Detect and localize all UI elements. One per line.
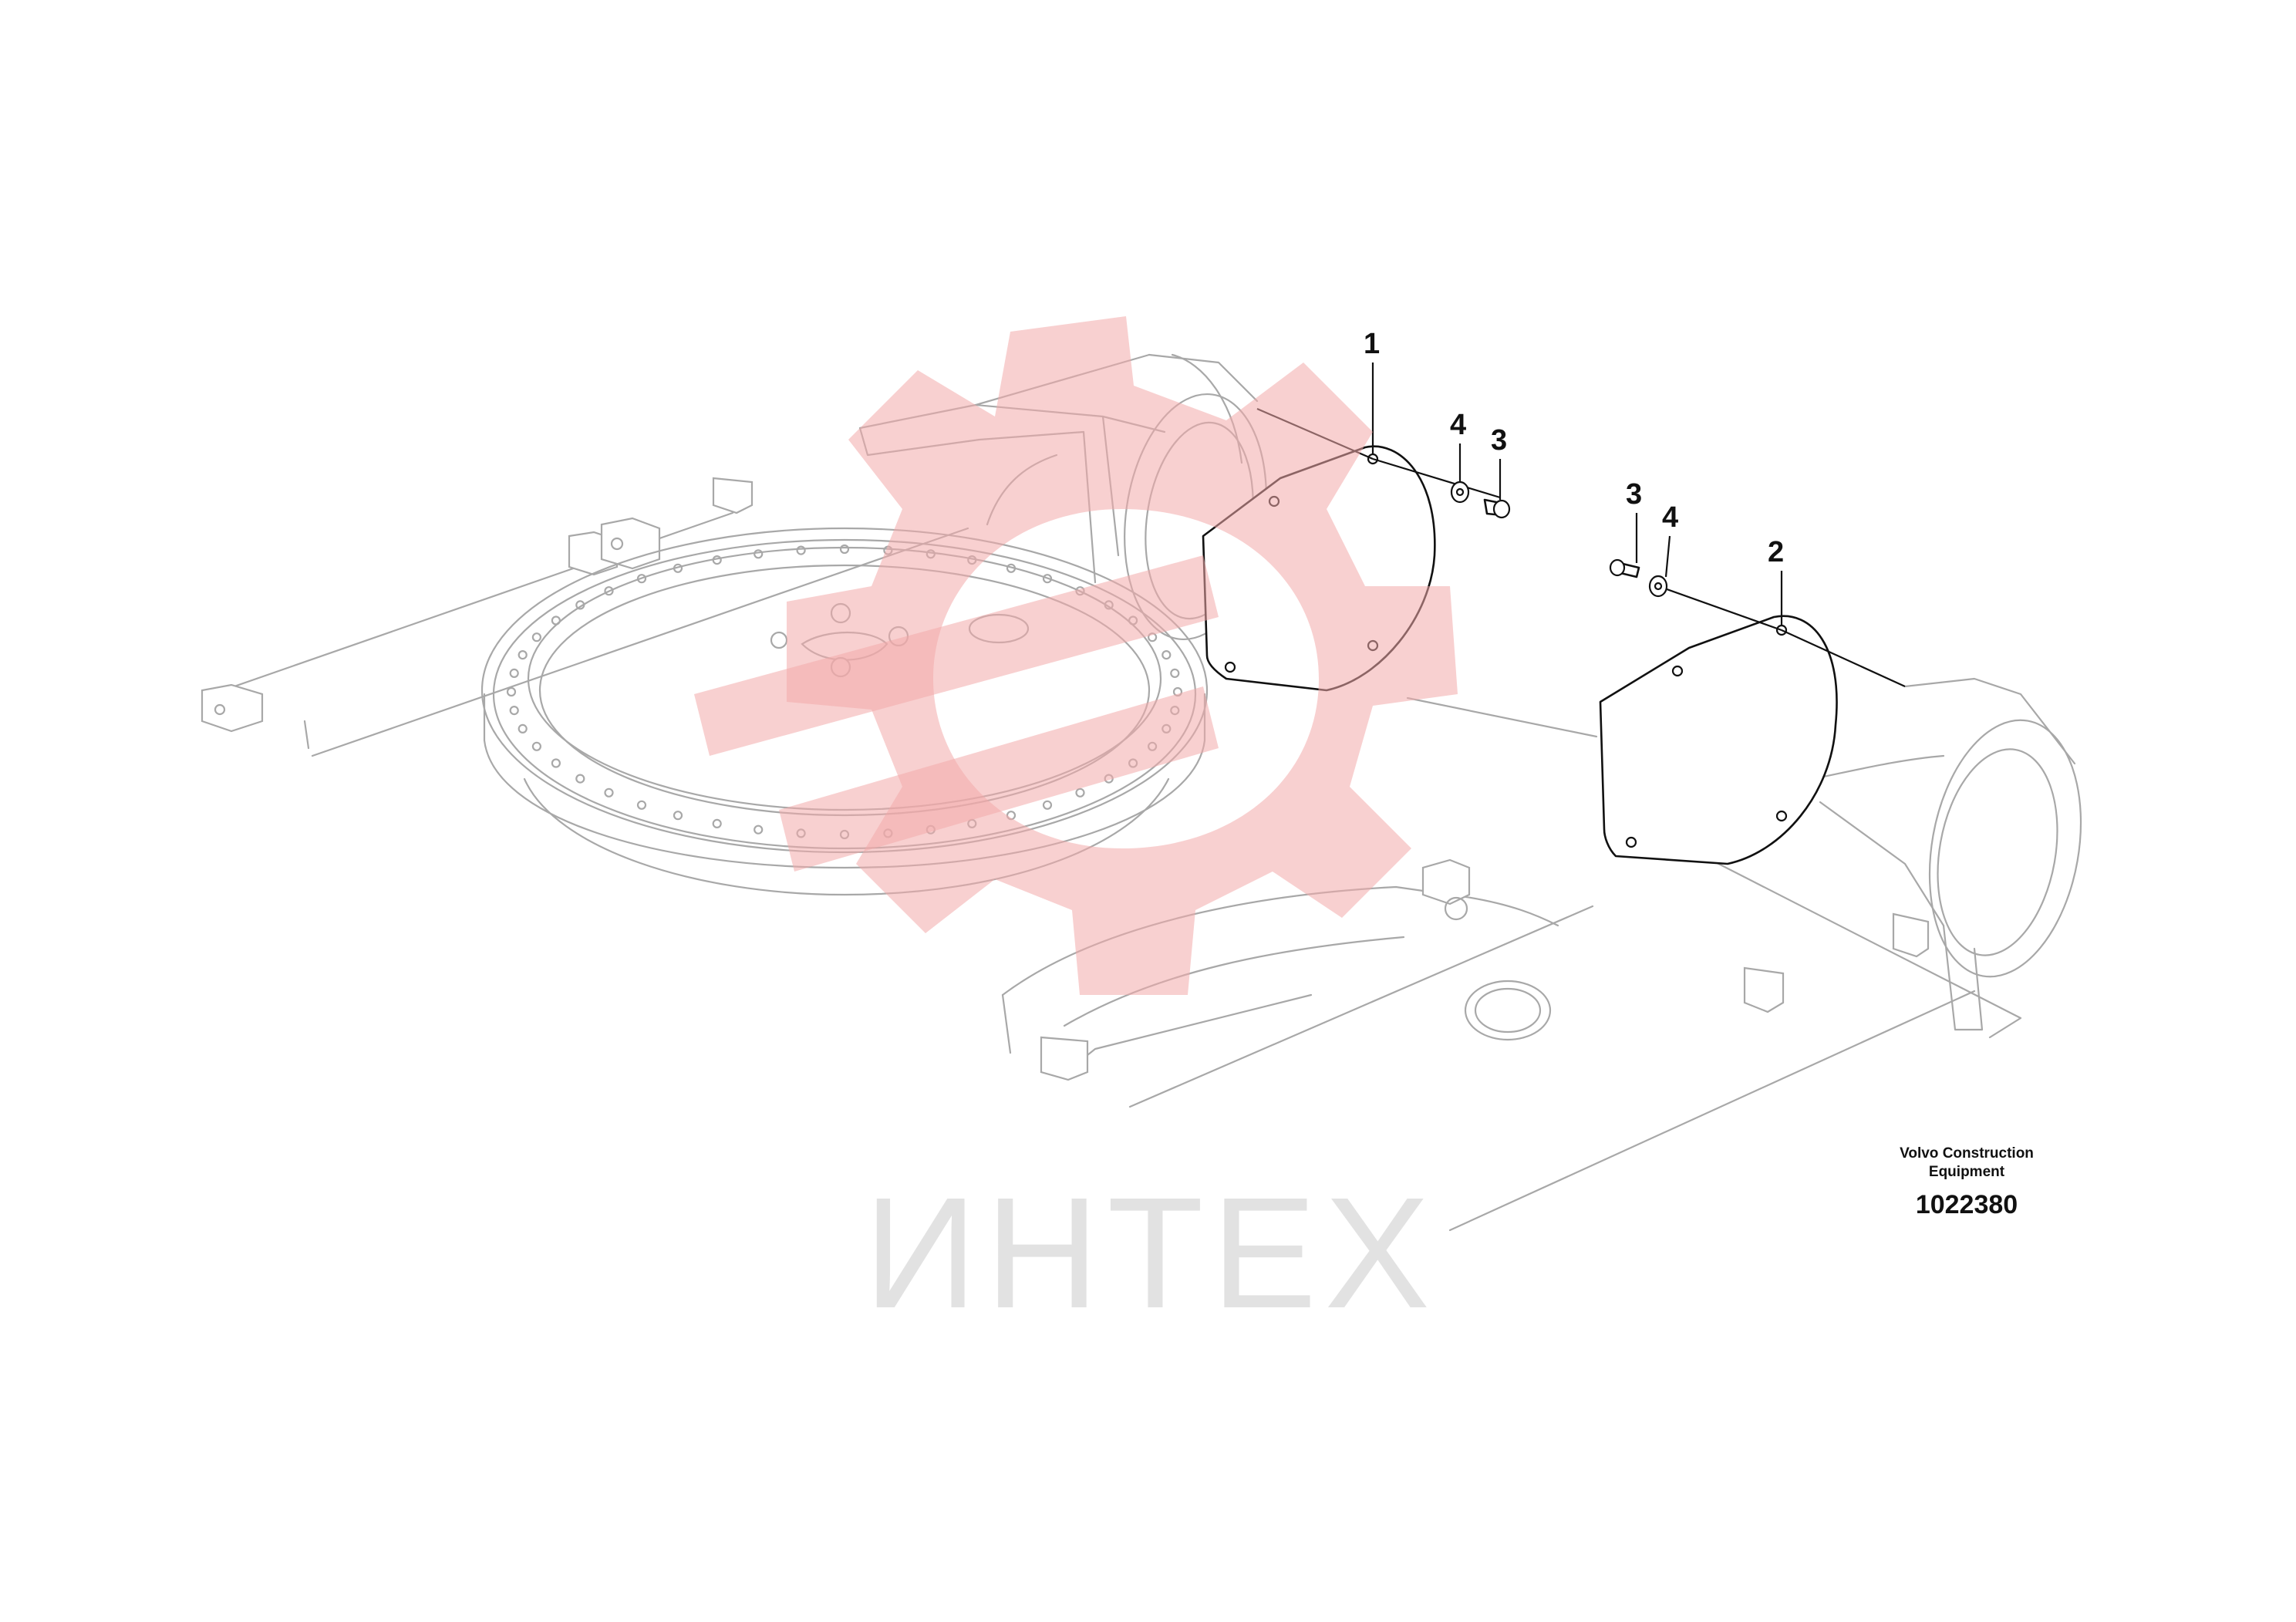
ring-bolt-hole [551, 615, 561, 626]
ring-bolt-hole [754, 824, 764, 835]
ring-bolt-hole [1170, 668, 1180, 679]
watermark-text: ИНТЕХ [864, 1165, 1438, 1341]
ring-bolt-hole [754, 549, 764, 559]
ring-bolt-hole [712, 818, 722, 829]
ring-bolt-hole [636, 800, 647, 810]
ring-bolt-hole [1161, 649, 1172, 660]
ring-bolt-hole [1042, 574, 1053, 584]
bolt-3-upper [1483, 498, 1511, 519]
ring-bolt-hole [531, 741, 542, 751]
manufacturer-label: Volvo Construction Equipment [1900, 1145, 2034, 1180]
callout-3-lower: 3 [1626, 478, 1642, 511]
ring-bolt-hole [796, 545, 806, 555]
washer-4-upper [1450, 481, 1470, 504]
ring-bolt-hole [531, 632, 542, 642]
ring-bolt-hole [604, 586, 614, 596]
callout-4-lower: 4 [1662, 501, 1678, 534]
washer-4-lower [1648, 575, 1668, 598]
ring-bolt-hole [551, 758, 561, 768]
callout-1: 1 [1364, 328, 1380, 360]
ring-bolt-hole [506, 686, 517, 697]
ring-bolt-hole [509, 668, 519, 679]
ring-bolt-hole [509, 705, 519, 716]
callout-2: 2 [1768, 536, 1784, 568]
ring-bolt-hole [1075, 787, 1085, 798]
fasteners [1371, 363, 1783, 625]
callout-4-upper: 4 [1450, 409, 1466, 441]
bolt-3-lower [1609, 558, 1640, 578]
ring-bolt-hole [518, 649, 528, 660]
callout-labels: 1 4 3 3 4 2 [1364, 328, 1784, 568]
ring-bolt-hole [575, 774, 585, 784]
ring-bolt-hole [712, 555, 722, 565]
ring-bolt-hole [604, 787, 614, 798]
callout-3-upper: 3 [1491, 424, 1507, 457]
ring-bolt-hole [673, 811, 683, 821]
ring-bolt-hole [636, 574, 647, 584]
ring-bolt-hole [1042, 800, 1053, 810]
ring-bolt-hole [575, 600, 585, 610]
drawing-number: 1022380 [1915, 1190, 2018, 1219]
drawing-credit: Volvo Construction Equipment 1022380 [1866, 1145, 2067, 1220]
ring-bolt-hole [839, 544, 850, 555]
ring-bolt-hole [673, 563, 683, 573]
ring-bolt-hole [518, 723, 528, 734]
cover-plate-2 [1599, 585, 1906, 865]
ring-bolt-hole [1006, 563, 1017, 573]
watermark-logo [694, 316, 1458, 995]
